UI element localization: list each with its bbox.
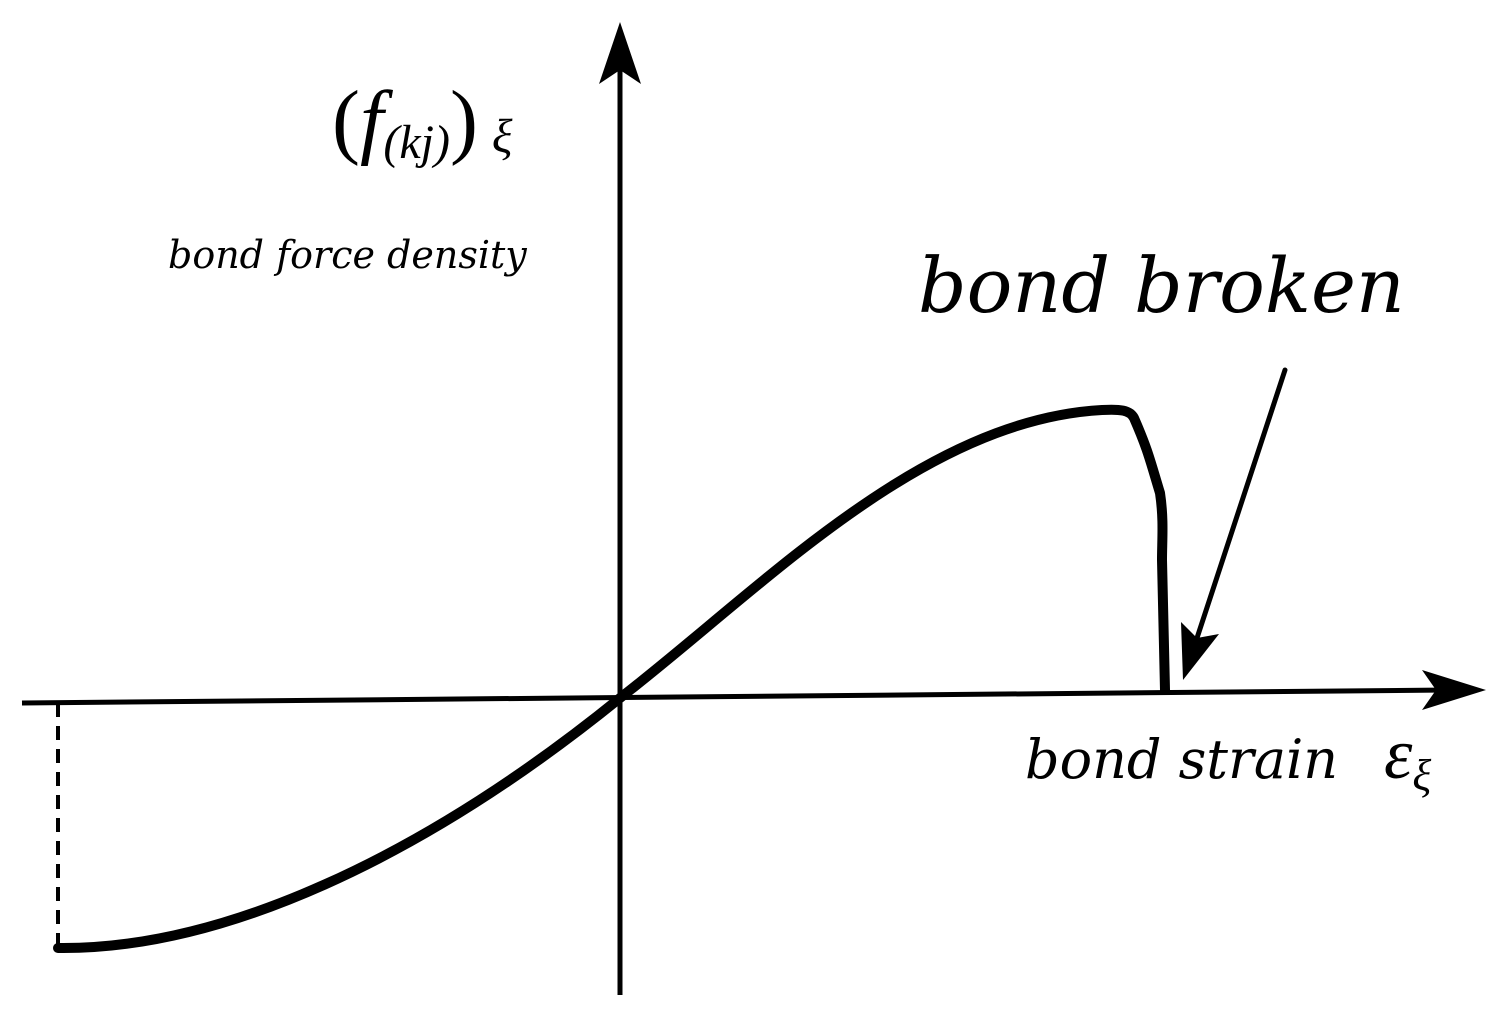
y-axis-outer-subscript: ξ [492,110,513,163]
y-axis-symbol: (f(kj))ξ [332,74,513,169]
x-axis-symbol-subscript: ξ [1412,751,1431,800]
x-axis-line [21,687,1449,706]
y-axis-caption: bond force density [168,233,527,277]
force-strain-curve [53,404,1170,954]
y-axis-close-paren: ) [450,74,478,167]
y-axis-symbol-subscript: (kj) [383,116,450,169]
x-axis-symbol-base: ε [1384,714,1413,794]
bond-broken-label: bond broken [918,241,1405,330]
annotation-arrowhead [1181,622,1219,680]
annotation-arrow-shaft [1194,367,1288,641]
x-axis-arrowhead [1422,670,1486,710]
y-axis-open-paren: ( [332,74,360,167]
x-axis-caption: bond strain [1025,728,1338,791]
x-axis-symbol: εξ [1384,714,1431,800]
y-axis-arrowhead [599,22,641,84]
